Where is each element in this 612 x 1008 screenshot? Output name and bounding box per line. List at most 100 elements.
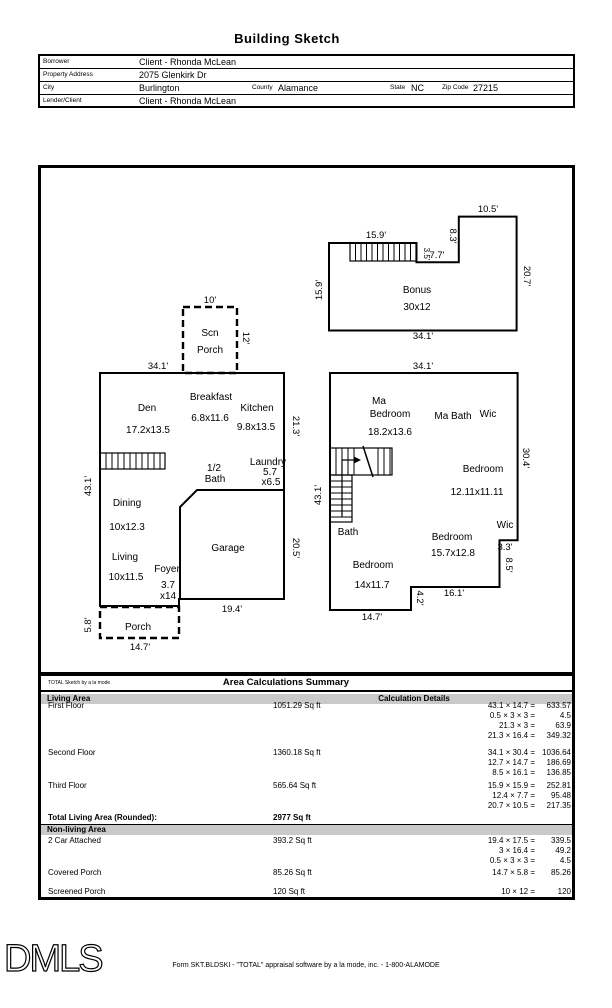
calc-details: 14.7 × 5.8 =85.26: [321, 868, 571, 878]
dim-label: 14.7': [130, 642, 150, 653]
room-size-label: 12.11x11.11: [451, 487, 504, 498]
calc-details: 10 × 12 =120: [321, 887, 571, 897]
calc-details: 15.9 × 15.9 =252.81 12.4 × 7.7 =95.48 20…: [321, 781, 571, 811]
calc-expression: 15.9 × 15.9 =: [487, 781, 535, 790]
calc-expression: 21.3 × 16.4 =: [487, 731, 535, 740]
living-area-band: Living Area Calculation Details: [41, 694, 572, 704]
room-size-label: 6.8x11.6: [191, 413, 229, 424]
dim-label: 3.5': [422, 248, 431, 261]
area-value: 393.2 Sq ft: [273, 836, 312, 845]
calc-result: 4.5: [559, 856, 571, 865]
room-size-label: 9.8x13.5: [237, 422, 276, 433]
area-name: Screened Porch: [48, 887, 106, 896]
stairs-break-line: [362, 445, 374, 478]
area-name: Third Floor: [48, 781, 87, 790]
room-label: 1/2: [207, 463, 221, 474]
form-footer-text: Form SKT.BLDSKI - "TOTAL" appraisal soft…: [172, 962, 440, 969]
dim-label: 3.3': [497, 542, 512, 553]
room-label: Breakfast: [190, 392, 232, 403]
borrower-value: Client - Rhonda McLean: [139, 57, 237, 67]
stairs-up-arrow-head: [354, 456, 361, 464]
state-value: NC: [411, 83, 424, 93]
divider: [41, 672, 572, 676]
calc-result: 4.5: [559, 711, 571, 720]
total-living-value: 2977 Sq ft: [273, 813, 311, 822]
room-label: Bedroom: [353, 560, 394, 571]
dim-label: 8.5': [503, 557, 514, 572]
dim-label: 7.7': [429, 250, 444, 261]
dim-label: 16.1': [444, 588, 464, 599]
first-floor-plan: [98, 305, 285, 640]
room-label: Bedroom: [370, 409, 411, 420]
city-row: City Burlington County Alamance State NC…: [40, 81, 573, 94]
dim-label: 30.4': [520, 448, 531, 468]
dim-label: 14.7': [362, 612, 382, 623]
room-size-label: 10x12.3: [109, 522, 145, 533]
room-label: Bedroom: [432, 532, 473, 543]
county-label: County: [252, 84, 273, 91]
room-label: Bath: [338, 527, 359, 538]
third-floor-outline: [328, 215, 518, 332]
calc-result: 252.81: [546, 781, 571, 790]
lender-row: Lender/Client Client - Rhonda McLean: [40, 94, 573, 107]
nonliving-area-header: Non-living Area: [47, 825, 106, 834]
calc-expression: 8.5 × 16.1 =: [492, 768, 535, 777]
area-value: 85.26 Sq ft: [273, 868, 312, 877]
dim-label: 15.9': [314, 280, 325, 300]
floor-plan-sketch: 34.1' 10' 12' Scn Porch Den 17.2x13.5 Br…: [83, 204, 532, 653]
calc-result: 136.85: [546, 768, 571, 777]
calc-expression: 43.1 × 14.7 =: [487, 701, 535, 710]
dim-label: 21.3': [290, 416, 301, 436]
second-floor-outline: [329, 372, 519, 611]
room-label: Laundry: [250, 457, 286, 468]
room-label: Wic: [480, 409, 497, 420]
room-label: Den: [138, 403, 156, 414]
borrower-label: Borrower: [43, 58, 70, 65]
dim-label: 15.9': [366, 230, 386, 241]
calc-result: 85.26: [550, 868, 571, 877]
mls-logo: DMLS: [3, 938, 104, 980]
screened-porch-outline: [181, 305, 239, 375]
calc-expression: 12.7 × 14.7 =: [487, 758, 535, 767]
room-size-label: x14: [160, 591, 177, 602]
nonliving-area-band: Non-living Area: [41, 824, 572, 835]
dim-label: 43.1': [313, 485, 324, 505]
room-size-label: 14x11.7: [355, 580, 390, 591]
first-floor-labels: 34.1' 10' 12' Scn Porch Den 17.2x13.5 Br…: [83, 295, 301, 653]
property-info-table: Borrower Client - Rhonda McLean Property…: [38, 54, 575, 108]
calc-result: 49.2: [555, 846, 571, 855]
room-label: Garage: [211, 543, 245, 554]
county-value: Alamance: [278, 83, 319, 93]
calc-expression: 0.5 × 3 × 3 =: [489, 856, 535, 865]
area-name: Second Floor: [48, 748, 96, 757]
second-floor-plan: [329, 372, 519, 611]
room-label: Bedroom: [463, 464, 504, 475]
sketch-watermark: TOTAL Sketch by a la mode: [48, 680, 111, 686]
room-size-label: 3.7: [161, 580, 175, 591]
first-floor-stairs: [99, 452, 166, 470]
third-floor-labels: 15.9' 10.5' 8.3' 3.5' 7.7' 15.9' 20.7' B…: [314, 204, 532, 342]
calc-result: 339.5: [550, 836, 571, 845]
summary-title: Area Calculations Summary: [222, 677, 350, 688]
calc-details: 19.4 × 17.5 =339.5 3 × 16.4 =49.2 0.5 × …: [321, 836, 571, 866]
calc-result: 633.57: [546, 701, 571, 710]
property-address-row: Property Address 2075 Glenkirk Dr: [40, 68, 573, 81]
dim-label: 34.1': [148, 361, 168, 372]
calc-expression: 10 × 12 =: [501, 887, 535, 896]
calc-result: 349.32: [546, 731, 571, 740]
third-floor-stairs-treads: [355, 243, 411, 261]
room-size-label: x6.5: [262, 477, 281, 488]
living-area-header: Living Area: [47, 694, 91, 703]
city-label: City: [43, 84, 55, 91]
garage-walls: [179, 489, 284, 599]
area-name: 2 Car Attached: [48, 836, 101, 845]
property-address-value: 2075 Glenkirk Dr: [139, 70, 207, 80]
room-label: Ma Bath: [434, 411, 471, 422]
room-size-label: 10x11.5: [109, 572, 144, 583]
dim-label: 43.1': [83, 476, 94, 496]
third-floor-plan: [328, 215, 518, 332]
room-size-label: 30x12: [403, 302, 431, 313]
room-label: Kitchen: [240, 403, 273, 414]
calc-details-header: Calculation Details: [378, 694, 450, 703]
total-living-label: Total Living Area (Rounded):: [48, 813, 157, 822]
